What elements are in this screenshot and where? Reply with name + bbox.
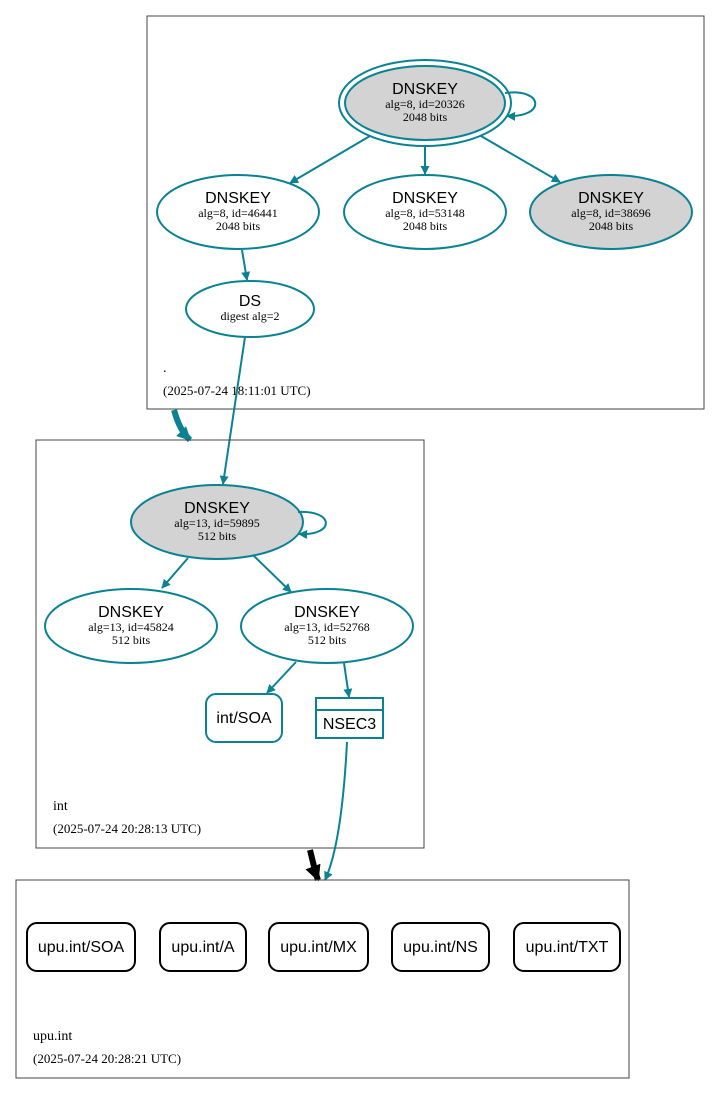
node-detail: alg=13, id=45824 (88, 620, 174, 634)
insecure-delegation-edge (305, 849, 321, 882)
zone-name: int (53, 799, 68, 814)
node-title: DNSKEY (392, 81, 458, 98)
node-detail: 2048 bits (403, 219, 448, 233)
nsec3-proof-edge (324, 741, 348, 881)
zone-timestamp: (2025-07-24 20:28:13 UTC) (53, 821, 201, 836)
self-signature-edge (297, 510, 327, 539)
dnskey-node-38696[interactable]: DNSKEY alg=8, id=38696 2048 bits (529, 174, 693, 250)
zone-root-border (146, 15, 705, 410)
int-soa-node[interactable]: int/SOA (205, 693, 283, 743)
zone-int-border (35, 439, 425, 849)
node-detail: 512 bits (308, 633, 347, 647)
rr-label: upu.int/SOA (38, 939, 125, 956)
rr-node-upu-a[interactable]: upu.int/A (159, 922, 247, 972)
rr-node-upu-ns[interactable]: upu.int/NS (391, 922, 490, 972)
node-title: DNSKEY (578, 190, 644, 207)
zone-name: . (163, 361, 167, 376)
node-detail: alg=8, id=46441 (198, 206, 278, 220)
zone-int: DNSKEY alg=13, id=59895 512 bits DNSKEY … (35, 439, 425, 849)
node-title: int/SOA (216, 710, 271, 727)
node-detail: digest alg=2 (220, 309, 279, 323)
zone-timestamp: (2025-07-24 20:28:21 UTC) (33, 1051, 181, 1066)
node-title: DNSKEY (392, 190, 458, 207)
dnskey-node-53148[interactable]: DNSKEY alg=8, id=53148 2048 bits (343, 174, 507, 250)
node-title: DNSKEY (184, 500, 250, 517)
signature-edge (241, 249, 251, 281)
nsec3-node[interactable]: NSEC3 (315, 697, 384, 739)
node-detail: alg=8, id=20326 (385, 97, 465, 111)
node-title: DNSKEY (205, 190, 271, 207)
node-detail: alg=8, id=38696 (571, 206, 651, 220)
node-detail: 2048 bits (216, 219, 261, 233)
rr-node-upu-soa[interactable]: upu.int/SOA (26, 922, 136, 972)
self-signature-edge (504, 91, 537, 121)
dnskey-node-45824[interactable]: DNSKEY alg=13, id=45824 512 bits (44, 588, 218, 664)
zone-root: DNSKEY alg=8, id=20326 2048 bits DNSKEY … (146, 15, 705, 410)
signature-edge (266, 661, 297, 694)
node-detail: 2048 bits (589, 219, 634, 233)
node-detail: alg=8, id=53148 (385, 206, 465, 220)
rr-label: upu.int/A (171, 939, 234, 956)
node-detail: 2048 bits (403, 110, 448, 124)
node-title: DNSKEY (294, 604, 360, 621)
dnskey-node-46441[interactable]: DNSKEY alg=8, id=46441 2048 bits (156, 174, 320, 250)
dnskey-node-20326[interactable]: DNSKEY alg=8, id=20326 2048 bits (338, 59, 512, 147)
rr-label: upu.int/TXT (526, 939, 609, 956)
ds-edge (219, 336, 246, 485)
rr-node-upu-mx[interactable]: upu.int/MX (268, 922, 369, 972)
ds-node[interactable]: DS digest alg=2 (185, 280, 315, 338)
node-detail: alg=13, id=59895 (174, 516, 260, 530)
dnskey-node-52768[interactable]: DNSKEY alg=13, id=52768 512 bits (240, 588, 414, 664)
node-title: DNSKEY (98, 604, 164, 621)
node-title: DS (239, 293, 261, 310)
node-detail: 512 bits (112, 633, 151, 647)
signature-edge (343, 662, 353, 698)
zone-upu-int: upu.int/SOA upu.int/A upu.int/MX upu.int… (15, 879, 630, 1079)
signature-edge (161, 557, 189, 589)
rr-label: upu.int/NS (403, 939, 478, 956)
signature-edge (289, 135, 371, 184)
zone-upu-border (15, 879, 630, 1079)
signature-edge (252, 554, 292, 593)
dnskey-node-59895[interactable]: DNSKEY alg=13, id=59895 512 bits (130, 484, 304, 560)
node-detail: 512 bits (198, 529, 237, 543)
rr-node-upu-txt[interactable]: upu.int/TXT (513, 922, 621, 972)
node-title: NSEC3 (323, 716, 376, 733)
rr-label: upu.int/MX (280, 939, 357, 956)
node-detail: alg=13, id=52768 (284, 620, 370, 634)
zone-name: upu.int (33, 1029, 72, 1044)
delegation-edge (171, 409, 193, 443)
signature-edge (480, 135, 561, 183)
